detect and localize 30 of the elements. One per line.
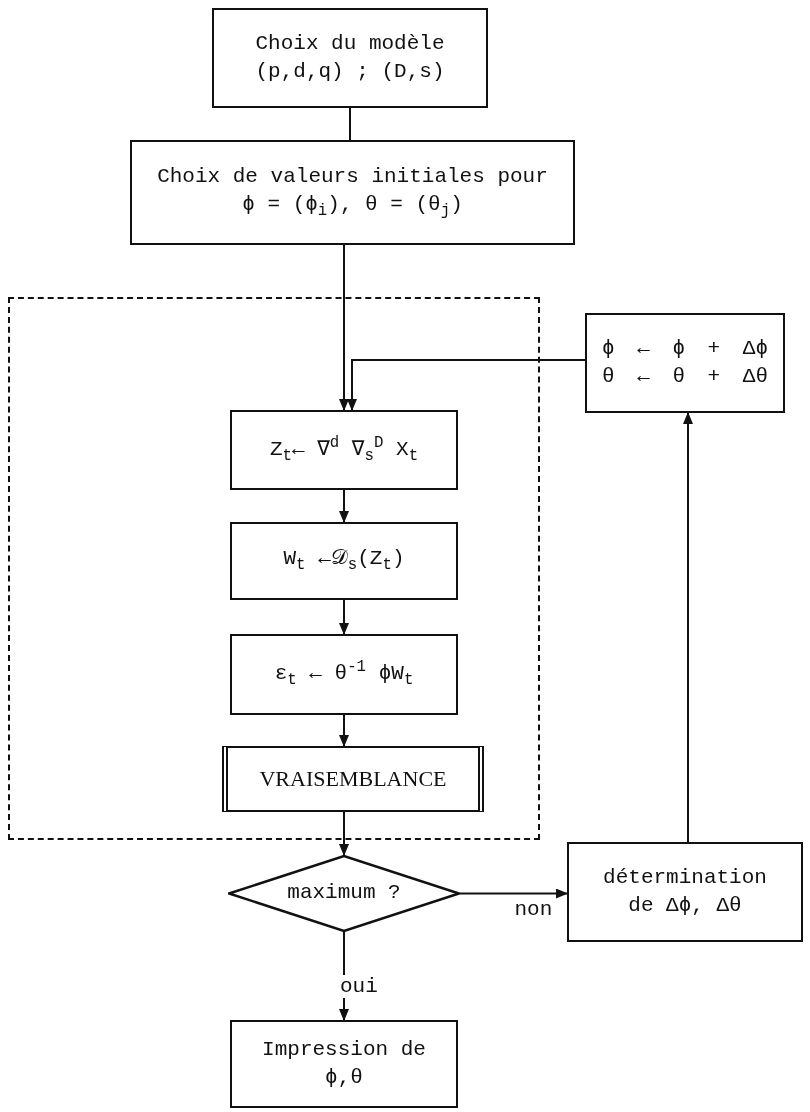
process-box xyxy=(230,1020,458,1108)
dashed-group-box xyxy=(8,297,540,840)
connector-line xyxy=(349,107,351,141)
node-text: ε$_{t}$ ← θ$^{-1}$ ϕW$_{t}$ xyxy=(274,657,414,692)
decision-text: maximum ? xyxy=(287,880,401,907)
arrow xyxy=(347,359,586,411)
arrow xyxy=(683,412,693,843)
arrow xyxy=(339,599,349,635)
arrow xyxy=(339,244,349,411)
arrow xyxy=(339,714,349,747)
predefined-process-box xyxy=(222,746,484,812)
node-text: ϕ ← ϕ + Δϕ θ ← θ + Δθ xyxy=(601,335,769,390)
edge-label: oui xyxy=(338,974,380,998)
node-text: Impression de ϕ,θ xyxy=(261,1036,427,1091)
process-box xyxy=(567,842,803,942)
node-text: Choix du modèle (p,d,q) ; (D,s) xyxy=(254,30,446,85)
process-box xyxy=(230,634,458,715)
node-text: Z$_{t}$← ∇$^{d}$ ∇$_{s}$$^{D}$ X$_{t}$ xyxy=(269,432,419,467)
arrow xyxy=(339,811,349,856)
node-text: Choix de valeurs initiales pour ϕ = (ϕ$_{i}$), θ = (θ$_{j}$) xyxy=(156,163,549,223)
node-text: détermination de Δϕ, Δθ xyxy=(602,864,768,919)
process-box xyxy=(130,140,575,245)
node-text: W$_{t}$ ←𝒟$_{s}$(Z$_{t}$) xyxy=(283,546,405,577)
process-box xyxy=(230,410,458,490)
process-box xyxy=(230,522,458,600)
node-text: VRAISEMBLANCE xyxy=(259,765,447,794)
arrow xyxy=(459,888,568,899)
arrow xyxy=(339,489,349,523)
process-box xyxy=(585,313,785,413)
process-box xyxy=(212,8,488,108)
